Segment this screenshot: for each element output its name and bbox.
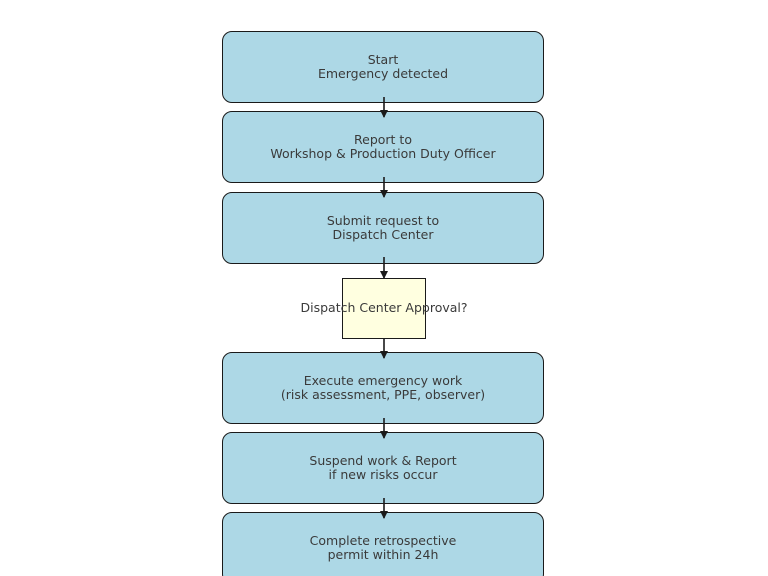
step-execute-line1: Execute emergency work xyxy=(303,373,463,388)
step-report-line1: Report to xyxy=(354,132,412,147)
step-execute-emergency-work: Execute emergency work (risk assessment,… xyxy=(222,352,544,424)
step-complete-retrospective-permit: Complete retrospective permit within 24h xyxy=(222,512,544,576)
step-start-line1: Start xyxy=(367,52,399,67)
step-suspend-line2: if new risks occur xyxy=(328,467,438,482)
step-start-emergency-detected: Start Emergency detected xyxy=(222,31,544,103)
step-suspend-and-report: Suspend work & Report if new risks occur xyxy=(222,432,544,504)
step-submit-request: Submit request to Dispatch Center xyxy=(222,192,544,264)
step-execute-line2: (risk assessment, PPE, observer) xyxy=(280,387,486,402)
step-complete-line1: Complete retrospective xyxy=(309,533,457,548)
step-report-line2: Workshop & Production Duty Officer xyxy=(270,146,496,161)
step-submit-line2: Dispatch Center xyxy=(332,227,434,242)
step-complete-line2: permit within 24h xyxy=(327,547,439,562)
step-submit-line1: Submit request to xyxy=(326,213,440,228)
step-start-line2: Emergency detected xyxy=(317,66,449,81)
step-report-to-duty-officer: Report to Workshop & Production Duty Off… xyxy=(222,111,544,183)
step-suspend-line1: Suspend work & Report xyxy=(309,453,457,468)
decision-approval-label: Dispatch Center Approval? xyxy=(300,300,468,315)
